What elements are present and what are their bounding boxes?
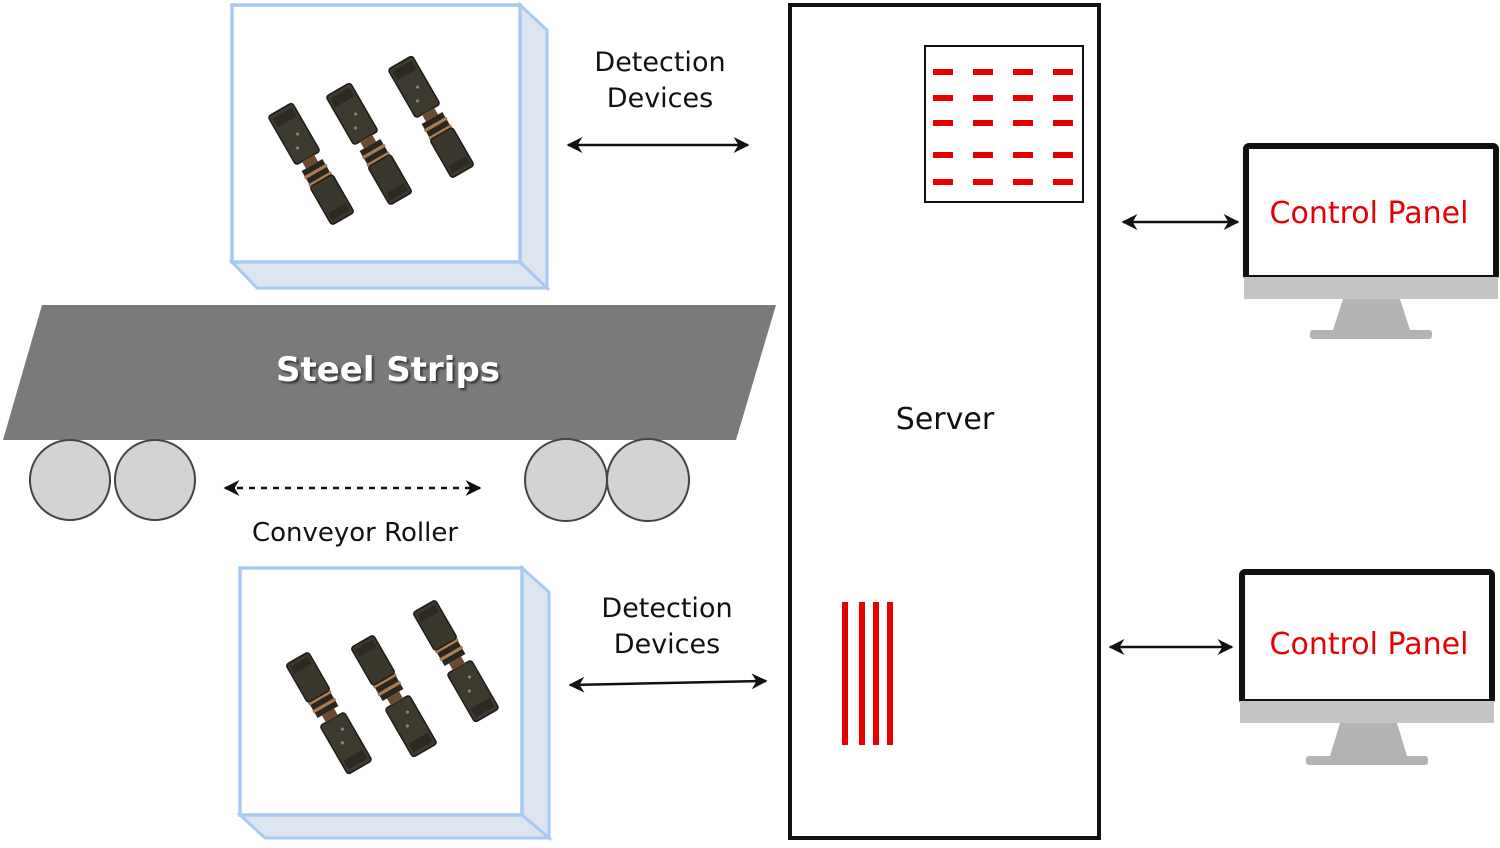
control-panel-label-bottom: Control Panel [1269,627,1469,662]
detection-label-line: Devices [606,83,714,114]
monitor-base [1310,330,1432,339]
roller-wheel [29,439,111,521]
detection-box-bottom [236,564,554,842]
roller-wheel [524,438,608,522]
detection-label-top: Detection Devices [550,45,770,117]
box-depth-bottom [228,260,551,290]
box-face [230,3,522,264]
server-icon [788,3,1101,840]
link-arrow-detection-bottom [568,673,768,693]
box-depth-right [520,564,551,842]
monitor-bezel [1240,701,1494,723]
box-depth-bottom [236,813,554,840]
monitor-neck [1333,299,1410,330]
conveyor-roller-label: Conveyor Roller [251,518,459,548]
monitor-base [1306,756,1428,765]
monitor-bezel [1244,277,1498,299]
monitor-icon-bottom [1239,569,1495,765]
server-indicator-lights [933,69,1073,185]
server-vent-lines [842,602,893,745]
detection-label-bottom: Detection Devices [557,591,777,663]
roller-wheel [114,439,196,521]
monitor-icon-top [1243,143,1499,339]
server-label: Server [895,402,995,437]
steel-strip [3,305,776,440]
box-depth-right [518,1,549,292]
monitor-neck [1330,723,1407,756]
detection-box-top [228,1,551,292]
control-panel-label-top: Control Panel [1269,196,1469,231]
detection-label-line: Devices [613,629,721,660]
detection-label-line: Detection [601,593,733,624]
roller-wheel [606,438,690,522]
steel-strip-label: Steel Strips [275,350,501,390]
detection-label-line: Detection [594,47,726,78]
roller-icon [29,438,690,522]
